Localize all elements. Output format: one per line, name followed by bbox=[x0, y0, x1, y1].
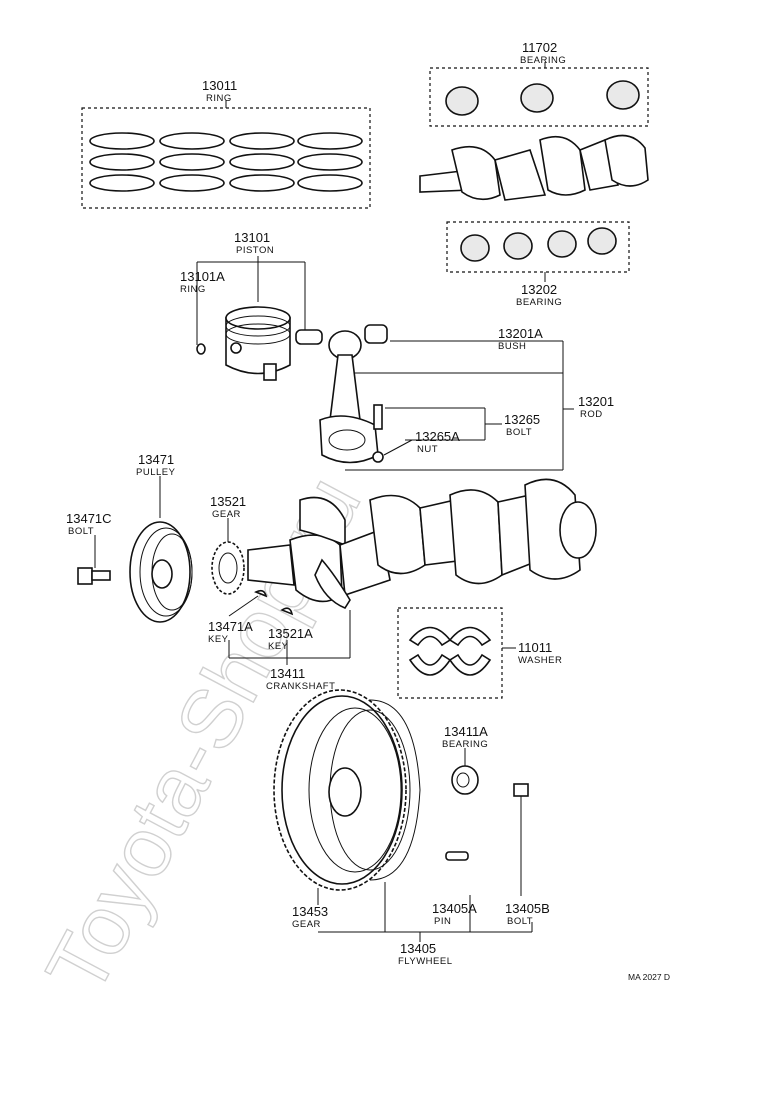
ring-stack-2 bbox=[159, 132, 225, 192]
callout-13011-number: 13011 bbox=[202, 78, 237, 93]
bush bbox=[364, 324, 388, 344]
flywheel-pin bbox=[445, 851, 471, 932]
drawing-code: MA 2027 D bbox=[628, 972, 670, 982]
thrust-washer-set bbox=[397, 607, 516, 699]
connecting-rod bbox=[319, 324, 574, 471]
snap-ring bbox=[196, 343, 206, 355]
callout-13471C-number: 13471C bbox=[66, 511, 112, 526]
ring-stack-4 bbox=[297, 132, 363, 192]
callout-13411A-number: 13411A bbox=[444, 724, 488, 739]
callout-13453-number: 13453 bbox=[292, 904, 328, 919]
flywheel-bolt bbox=[513, 783, 533, 932]
callout-13411A-name: BEARING bbox=[442, 739, 488, 750]
crank-pulley bbox=[129, 476, 193, 623]
callout-13202-number: 13202 bbox=[521, 282, 557, 297]
callout-13471-number: 13471 bbox=[138, 452, 174, 467]
pilot-bearing bbox=[451, 748, 479, 795]
callout-13405B-number: 13405B bbox=[505, 901, 550, 916]
callout-13202-name: BEARING bbox=[516, 297, 562, 308]
ring-stack-1 bbox=[89, 132, 155, 192]
callout-11702-number: 11702 bbox=[522, 40, 557, 55]
crankshaft bbox=[228, 478, 597, 665]
rod-nut bbox=[372, 451, 384, 463]
callout-13265A-number: 13265A bbox=[415, 429, 460, 444]
crankshaft-small bbox=[419, 134, 649, 201]
conrod-bearing-set bbox=[446, 221, 630, 282]
callout-13405-number: 13405 bbox=[400, 941, 436, 956]
callout-13405B-name: BOLT bbox=[507, 916, 533, 927]
callout-13471C-name: BOLT bbox=[68, 526, 94, 537]
callout-13411-number: 13411 bbox=[270, 666, 305, 681]
callout-13453-name: GEAR bbox=[292, 919, 321, 930]
pulley-bolt bbox=[77, 535, 111, 585]
callout-11702-name: BEARING bbox=[520, 55, 566, 66]
piston bbox=[196, 256, 323, 381]
flywheel bbox=[273, 689, 532, 942]
callout-13101A-number: 13101A bbox=[180, 269, 225, 284]
callout-11011-name: WASHER bbox=[518, 655, 562, 666]
callout-13405A-number: 13405A bbox=[432, 901, 477, 916]
callout-13265-number: 13265 bbox=[504, 412, 540, 427]
ring-stack-3 bbox=[229, 132, 295, 192]
piston-pin bbox=[295, 329, 323, 345]
callout-13201A-number: 13201A bbox=[498, 326, 543, 341]
callout-13521-number: 13521 bbox=[210, 494, 246, 509]
callout-13101-number: 13101 bbox=[234, 230, 270, 245]
callout-11011-number: 11011 bbox=[518, 640, 552, 655]
callout-13101-name: PISTON bbox=[236, 245, 274, 256]
callout-13405A-name: PIN bbox=[434, 916, 451, 927]
callout-13521A-number: 13521A bbox=[268, 626, 313, 641]
callout-13471-name: PULLEY bbox=[136, 467, 176, 478]
callout-13101A-name: RING bbox=[180, 284, 206, 295]
woodruff-key-1 bbox=[254, 589, 268, 598]
rod-bolt bbox=[373, 404, 383, 430]
callout-13265-name: BOLT bbox=[506, 427, 532, 438]
callout-13471A-number: 13471A bbox=[208, 619, 253, 634]
callout-13521-name: GEAR bbox=[212, 509, 241, 520]
callout-13265A-name: NUT bbox=[417, 444, 438, 455]
callout-13201-number: 13201 bbox=[578, 394, 614, 409]
callout-13471A-name: KEY bbox=[208, 634, 229, 645]
woodruff-key-2 bbox=[280, 607, 294, 616]
piston-ring-set bbox=[81, 100, 371, 209]
callout-13201A-name: BUSH bbox=[498, 341, 526, 352]
callout-13411-name: CRANKSHAFT bbox=[266, 681, 335, 692]
callout-13405-name: FLYWHEEL bbox=[398, 956, 453, 967]
callout-13521A-name: KEY bbox=[268, 641, 289, 652]
timing-gear bbox=[211, 518, 245, 595]
callout-13011-name: RING bbox=[206, 93, 232, 104]
callout-13201-name: ROD bbox=[580, 409, 603, 420]
main-bearing-upper-set bbox=[429, 62, 649, 127]
